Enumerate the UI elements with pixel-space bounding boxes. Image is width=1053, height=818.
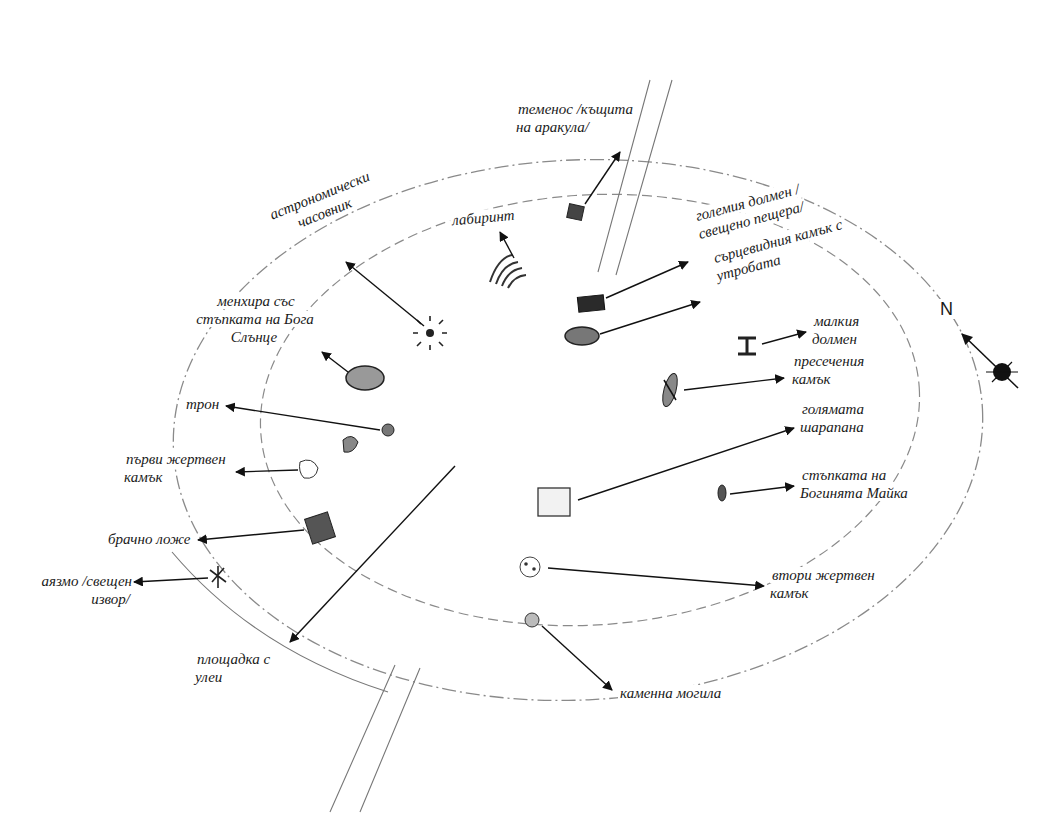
spring-mark <box>210 566 226 588</box>
site-label: трон <box>184 395 224 413</box>
label-text: брачно ложе <box>106 531 192 547</box>
menhir-mark <box>346 366 384 390</box>
wine-press-mark <box>538 488 570 516</box>
cut-stone-mark <box>660 372 680 408</box>
label-text: стъпката на Богинята Майка <box>800 467 910 501</box>
bed-mark <box>305 512 336 544</box>
site-label: първи жертвен камък <box>124 450 236 486</box>
compass-label: N <box>938 300 968 318</box>
label-text: площадка с улеи <box>195 651 270 685</box>
south-path <box>330 665 420 812</box>
cut-line <box>664 380 676 400</box>
site-label: площадка с улеи <box>195 650 285 686</box>
site-label: пресечения камък <box>792 352 888 388</box>
labyrinth-mark <box>490 255 526 288</box>
label-text: малкия долмен <box>812 313 859 347</box>
site-label: теменос /къщита на аракула/ <box>516 100 646 136</box>
label-text: пресечения камък <box>792 353 864 387</box>
label-text: трон <box>184 396 221 412</box>
footprint-mark <box>718 485 726 501</box>
throne-mark <box>382 424 394 436</box>
inner-enclosure <box>246 173 934 648</box>
first-altar-mark <box>300 460 319 478</box>
label-text: втори жертвен камък <box>770 567 875 601</box>
temenos-mark <box>567 204 585 221</box>
outer-enclosure <box>159 139 996 721</box>
site-label: стъпката на Богинята Майка <box>800 466 934 502</box>
label-text: N <box>938 299 955 319</box>
label-text: астрономически часовник <box>265 168 371 231</box>
site-label: менхира със стъпката на Бога Слънце <box>185 292 325 346</box>
site-label: астрономически часовник <box>250 161 393 247</box>
throne-seat <box>343 436 358 452</box>
label-text: лабиринт <box>449 207 517 229</box>
second-altar-mark <box>520 557 540 577</box>
big-dolmen-mark <box>577 295 604 313</box>
site-label: лабиринт <box>449 205 530 230</box>
label-text: менхира със стъпката на Бога Слънце <box>196 293 314 345</box>
label-text: голямата шарапана <box>800 401 866 435</box>
small-dolmen-mark <box>738 338 756 354</box>
north-arrow <box>962 334 1018 388</box>
site-label: каменна могила <box>618 684 758 702</box>
heart-stone-mark <box>565 327 599 345</box>
site-label: брачно ложе <box>106 530 206 548</box>
label-text: теменос /къщита на аракула/ <box>516 101 633 135</box>
site-label: голямата шарапана <box>800 400 896 436</box>
label-text: първи жертвен камък <box>124 451 226 485</box>
site-label: втори жертвен камък <box>770 566 882 602</box>
site-label: малкия долмен <box>812 312 884 348</box>
mound-mark <box>525 613 539 627</box>
clock-mark <box>426 329 434 337</box>
site-label: аязмо /свещен извор/ <box>30 572 132 608</box>
label-text: каменна могила <box>618 685 723 701</box>
label-text: аязмо /свещен извор/ <box>39 573 132 607</box>
